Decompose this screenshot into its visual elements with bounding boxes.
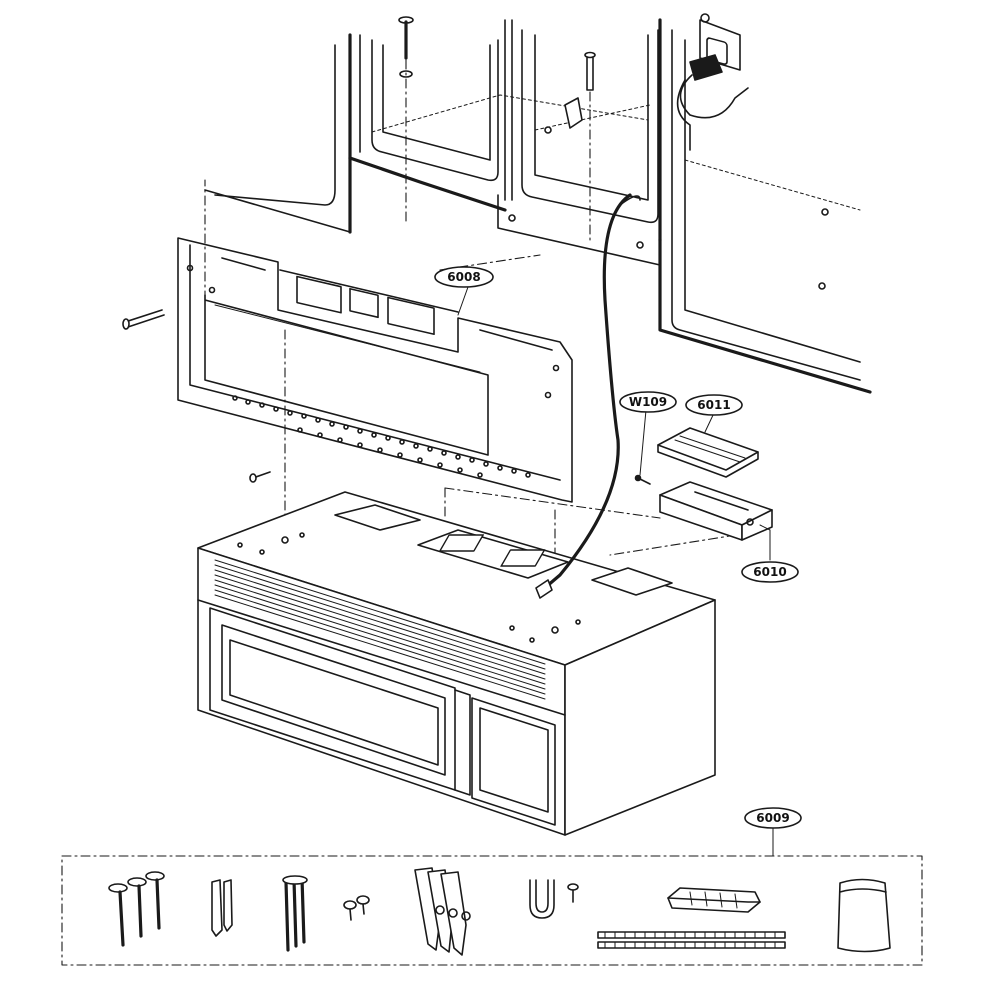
wall-outlet [676, 13, 749, 151]
cord-clamp-icon [529, 879, 579, 919]
callout-6010: 6010 [741, 561, 799, 583]
upper-cabinets [204, 18, 872, 394]
machine-screw-icon [343, 895, 370, 921]
callout-6008: 6008 [434, 266, 494, 288]
screw-w109-icon [634, 474, 651, 485]
power-cord [535, 193, 641, 599]
top-bolt-icon [544, 51, 596, 241]
wall-anchor-icon [211, 879, 233, 937]
vent-grille [214, 559, 546, 700]
plate-holes [232, 395, 531, 478]
callout-label-w109: W109 [629, 395, 667, 409]
callout-label-6009: 6009 [756, 811, 789, 825]
callout-w109: W109 [619, 391, 677, 413]
wall-screw-icon [122, 309, 165, 330]
toggle-bolt-icon [282, 875, 308, 952]
toggle-wing-icon [414, 867, 471, 956]
damper-plate-6011 [657, 427, 759, 478]
hardware-kit-box [61, 827, 923, 966]
microwave-oven [197, 491, 716, 836]
parts-bag-icon [837, 878, 891, 953]
foam-strip-icon [597, 931, 786, 949]
callout-label-6010: 6010 [753, 565, 786, 579]
callout-6011: 6011 [685, 394, 743, 416]
callout-6009: 6009 [744, 807, 802, 829]
damper-assembly-icon [667, 887, 761, 913]
callout-label-6008: 6008 [447, 270, 480, 284]
callout-label-6011: 6011 [697, 398, 730, 412]
wood-screw-icon [108, 871, 165, 947]
top-screw-icon [398, 16, 414, 226]
plate-screw-icon [249, 471, 271, 483]
damper-housing-6010 [659, 481, 773, 541]
mounting-plate [177, 237, 573, 503]
